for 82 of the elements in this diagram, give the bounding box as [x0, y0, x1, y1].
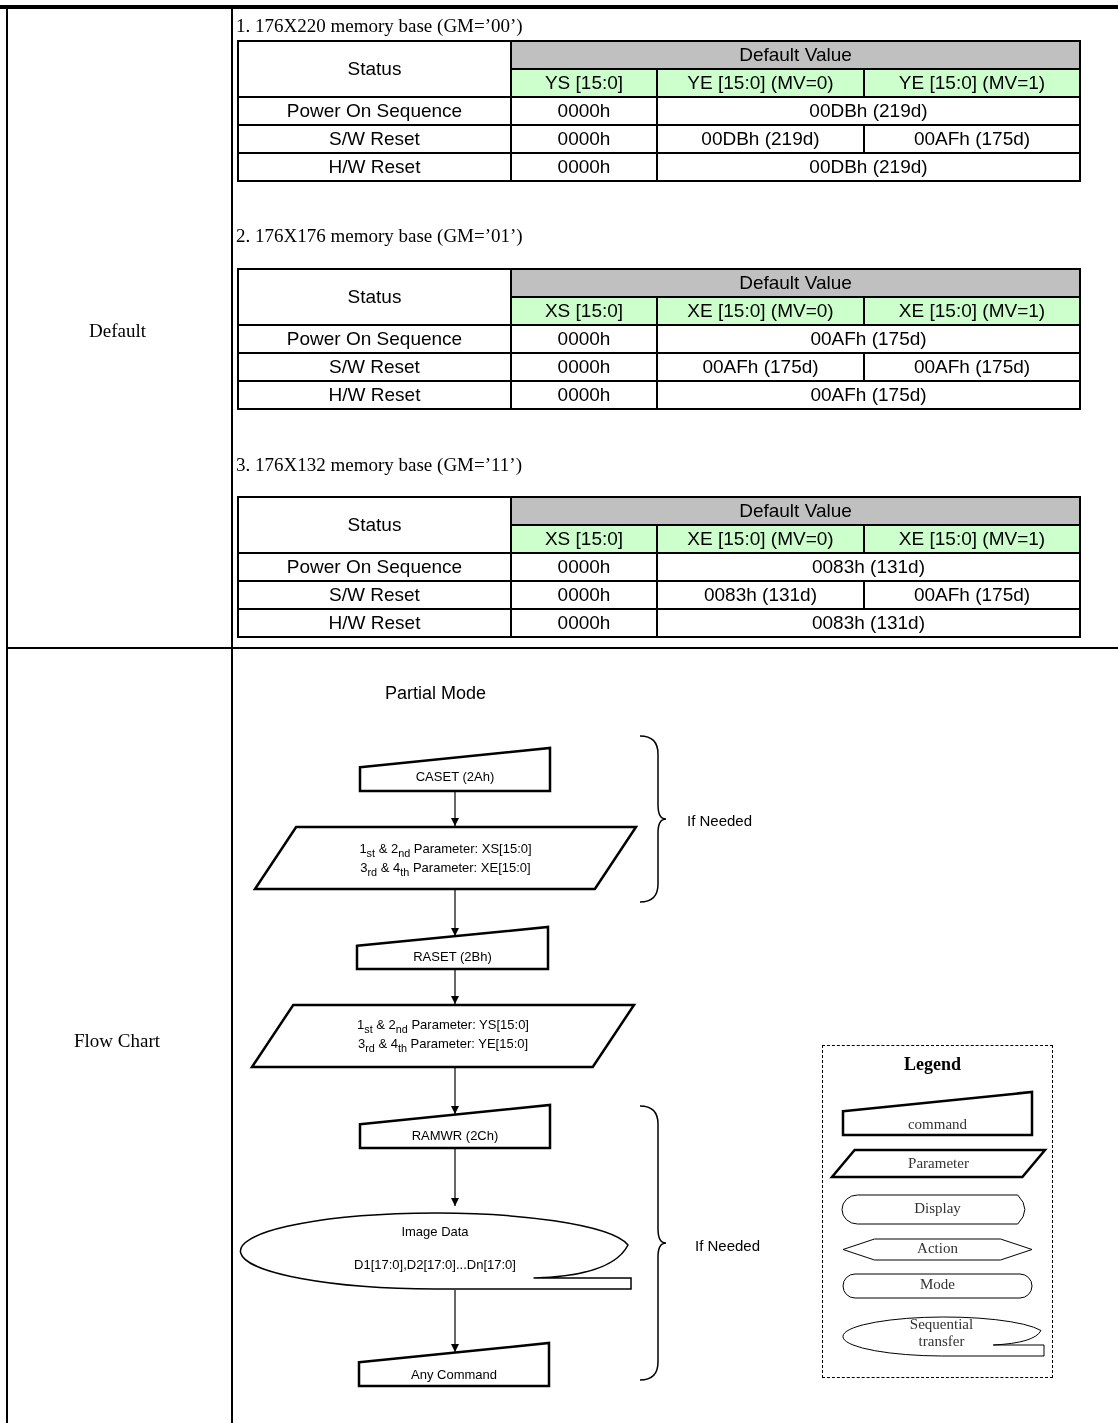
column-header: YE [15:0] (MV=1): [864, 69, 1080, 97]
row-header: S/W Reset: [238, 581, 511, 609]
table-value: 0000h: [511, 381, 657, 409]
row-heading: Default: [89, 320, 146, 342]
column-header: XS [15:0]: [511, 525, 657, 553]
arrow: [451, 1067, 459, 1115]
table-value: 0083h (131d): [657, 609, 1080, 637]
shape-label: D1[17:0],D2[17:0]...Dn[17:0]: [353, 1256, 517, 1274]
column-header: XS [15:0]: [511, 297, 657, 325]
arrow: [451, 969, 459, 1005]
command-shape: [358, 1342, 550, 1387]
column-header: YE [15:0] (MV=0): [657, 69, 864, 97]
legend-label: Parameter: [907, 1155, 970, 1172]
row-header: S/W Reset: [238, 125, 511, 153]
column-header: Default Value: [511, 269, 1080, 297]
table-value: 00DBh (219d): [657, 97, 1080, 125]
table-title: 1. 176X220 memory base (GM=’00’): [236, 15, 523, 37]
legend-label: command: [906, 1116, 969, 1133]
column-header: Status: [238, 41, 511, 97]
shape-label: Image Data: [400, 1223, 470, 1241]
row-header: Power On Sequence: [238, 553, 511, 581]
shape-label: CASET (2Ah): [414, 768, 496, 786]
table-value: 00AFh (175d): [657, 325, 1080, 353]
arrow: [451, 889, 459, 937]
column-header: Default Value: [511, 41, 1080, 69]
brace-label: If Needed: [695, 1237, 761, 1254]
shape-label: 1$_{st}$ & 2$_{nd}$ Parameter: XS[15:0]: [358, 840, 533, 861]
row-header: S/W Reset: [238, 353, 511, 381]
table-value: 0000h: [511, 353, 657, 381]
shape-label: RASET (2Bh): [412, 948, 493, 966]
table-value: 00AFh (175d): [864, 581, 1080, 609]
shape-label: 1$_{st}$ & 2$_{nd}$ Parameter: YS[15:0]: [356, 1016, 530, 1037]
shape-label: 3$_{rd}$ & 4$_{th}$ Parameter: XE[15:0]: [359, 859, 532, 880]
chart-title: Partial Mode: [385, 683, 487, 704]
arrow: [451, 791, 459, 827]
row-header: Power On Sequence: [238, 325, 511, 353]
table-title: 3. 176X132 memory base (GM=’11’): [236, 454, 522, 476]
table-value: 0083h (131d): [657, 581, 864, 609]
table-value: 00AFh (175d): [657, 353, 864, 381]
brace-label: If Needed: [687, 812, 753, 829]
row-heading: Flow Chart: [74, 1030, 161, 1052]
table-value: 00AFh (175d): [657, 381, 1080, 409]
row-header: H/W Reset: [238, 381, 511, 409]
legend-label: Mode: [919, 1276, 956, 1293]
row-header: H/W Reset: [238, 153, 511, 181]
table-value: 0083h (131d): [657, 553, 1080, 581]
command-shape: [359, 1104, 551, 1149]
table-value: 0000h: [511, 609, 657, 637]
row-header: Power On Sequence: [238, 97, 511, 125]
column-header: YS [15:0]: [511, 69, 657, 97]
column-header: XE [15:0] (MV=0): [657, 525, 864, 553]
column-header: Status: [238, 269, 511, 325]
table-value: 00AFh (175d): [864, 353, 1080, 381]
table-title: 2. 176X176 memory base (GM=’01’): [236, 225, 523, 247]
arrow: [451, 1148, 459, 1207]
legend-label: Action: [916, 1240, 959, 1257]
table-value: 0000h: [511, 553, 657, 581]
parameter-shape: [251, 1004, 635, 1068]
column-header: XE [15:0] (MV=1): [864, 297, 1080, 325]
shape-label: 3$_{rd}$ & 4$_{th}$ Parameter: YE[15:0]: [356, 1035, 530, 1056]
command-shape: [356, 926, 549, 970]
command-shape: [359, 747, 551, 792]
column-header: Default Value: [511, 497, 1080, 525]
parameter-shape: [254, 826, 637, 890]
table-value: 00AFh (175d): [864, 125, 1080, 153]
table-value: 0000h: [511, 153, 657, 181]
shape-label: RAMWR (2Ch): [410, 1127, 500, 1145]
column-header: XE [15:0] (MV=0): [657, 297, 864, 325]
row-header: H/W Reset: [238, 609, 511, 637]
table-value: 0000h: [511, 97, 657, 125]
legend-label: Display: [913, 1200, 962, 1217]
table-value: 0000h: [511, 581, 657, 609]
legend-label: Sequential transfer: [908, 1316, 975, 1350]
table-value: 00DBh (219d): [657, 125, 864, 153]
column-header: Status: [238, 497, 511, 553]
column-header: XE [15:0] (MV=1): [864, 525, 1080, 553]
table-value: 0000h: [511, 325, 657, 353]
table-value: 00DBh (219d): [657, 153, 1080, 181]
shape-label: Any Command: [410, 1366, 498, 1384]
table-value: 0000h: [511, 125, 657, 153]
legend-title: Legend: [904, 1054, 961, 1075]
arrow: [451, 1289, 459, 1353]
